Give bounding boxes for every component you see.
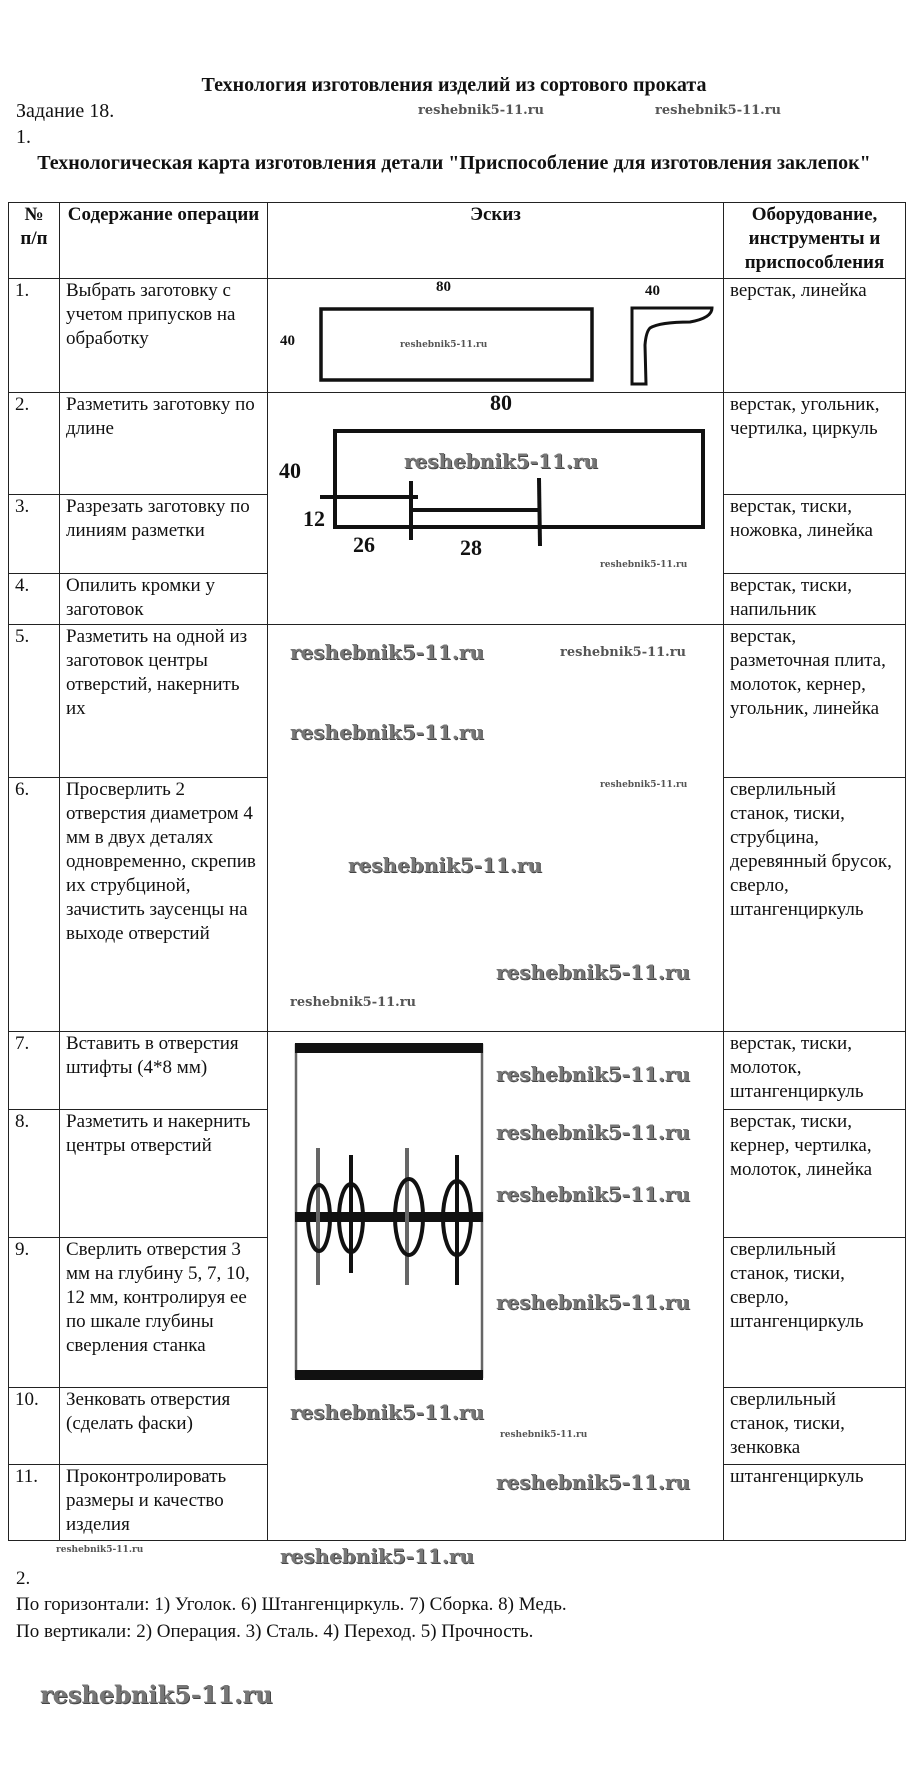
mark-line (537, 477, 542, 547)
col-sketch: Эскиз (267, 202, 724, 279)
watermark: reshebnik5-11.ru (404, 449, 598, 473)
watermark: reshebnik5-11.ru (655, 103, 782, 118)
col-tools: Оборудование, инструменты и приспособлен… (723, 202, 906, 279)
row-tools: верстак, тиски, молоток, штангенциркуль (723, 1031, 906, 1110)
dim-mark-length: 80 (490, 390, 512, 415)
watermark: reshebnik5-11.ru (348, 853, 542, 877)
watermark: reshebnik5-11.ru (290, 995, 417, 1010)
marking-rect (333, 429, 705, 529)
blank-rect (319, 307, 594, 382)
dim-26: 26 (353, 532, 375, 557)
row-number: 8. (8, 1109, 60, 1238)
table-row: 1. Выбрать заготовку с учетом припусков … (8, 278, 906, 393)
hole (441, 1179, 473, 1257)
answer-vertical: По вертикали: 2) Операция. 3) Сталь. 4) … (16, 1621, 534, 1642)
dim-12: 12 (303, 506, 325, 531)
row-tools: верстак, тиски, кернер, чертилка, молото… (723, 1109, 906, 1238)
hole (337, 1182, 365, 1254)
row-tools: верстак, тиски, напильник (723, 573, 906, 625)
watermark: reshebnik5-11.ru (500, 1430, 588, 1440)
watermark: reshebnik5-11.ru (280, 1544, 474, 1568)
row-tools: верстак, линейка (723, 278, 906, 393)
watermark: reshebnik5-11.ru (496, 1290, 690, 1314)
sketch-cell-assembly (267, 1031, 724, 1541)
card-title: Технологическая карта изготовления детал… (37, 152, 871, 174)
part-1-label: 1. (16, 126, 31, 148)
bottom-plate (295, 1370, 483, 1380)
answer-horizontal: По горизонтали: 1) Уголок. 6) Штангенцир… (16, 1594, 567, 1615)
page-title: Технология изготовления изделий из сорто… (201, 74, 707, 96)
part-2-label: 2. (16, 1568, 31, 1589)
hole (393, 1177, 425, 1257)
dim-blank-length: 80 (436, 279, 451, 295)
watermark: reshebnik5-11.ru (560, 645, 687, 660)
row-operation: Опилить кромки у заготовок (59, 573, 268, 625)
table-row: 11. Проконтролировать размеры и качество… (8, 1464, 906, 1541)
watermark: reshebnik5-11.ru (496, 1062, 690, 1086)
row-number: 10. (8, 1387, 60, 1465)
col-number: № п/п (8, 202, 60, 279)
table-row: 9. Сверлить отверстия 3 мм на глубину 5,… (8, 1237, 906, 1388)
row-number: 9. (8, 1237, 60, 1388)
row-operation: Сверлить отверстия 3 мм на глубину 5, 7,… (59, 1237, 268, 1388)
hole (306, 1183, 332, 1253)
row-operation: Разметить заготовку по длине (59, 392, 268, 495)
marking-sketch (320, 429, 705, 547)
col-operation: Содержание операции (59, 202, 268, 279)
row-operation: Разрезать заготовку по линиям разметки (59, 494, 268, 574)
watermark: reshebnik5-11.ru (418, 103, 545, 118)
watermark: reshebnik5-11.ru (290, 720, 484, 744)
row-operation: Проконтролировать размеры и качество изд… (59, 1464, 268, 1541)
row-number: 2. (8, 392, 60, 495)
table-row: 7. Вставить в отверстия штифты (4*8 мм) … (8, 1031, 906, 1541)
assembly-outline (294, 1043, 484, 1379)
row-number: 5. (8, 624, 60, 778)
row-number: 1. (8, 278, 60, 393)
center-plate (295, 1212, 483, 1222)
row-number: 11. (8, 1464, 60, 1541)
dim-mark-width: 40 (279, 458, 301, 483)
row-tools: сверлильный станок, тиски, зенковка (723, 1387, 906, 1465)
watermark: reshebnik5-11.ru (290, 640, 484, 664)
row-tools: штангенциркуль (723, 1464, 906, 1541)
table-row: 3. Разрезать заготовку по линиям разметк… (8, 494, 906, 574)
table-row: 5. Разметить на одной из заготовок центр… (8, 624, 906, 1032)
watermark: reshebnik5-11.ru (600, 780, 688, 790)
row-tools: сверлильный станок, тиски, струбцина, де… (723, 777, 906, 1032)
row-tools: верстак, тиски, ножовка, линейка (723, 494, 906, 574)
task-number: Задание 18. (16, 100, 115, 122)
blank-sketch (319, 306, 714, 386)
watermark: reshebnik5-11.ru (496, 1182, 690, 1206)
watermark: reshebnik5-11.ru (496, 1470, 690, 1494)
watermark: reshebnik5-11.ru (290, 1400, 484, 1424)
top-plate (295, 1043, 483, 1053)
table-row: 6. Просверлить 2 отверстия диаметром 4 м… (8, 777, 906, 1032)
row-tools: сверлильный станок, тиски, сверло, штанг… (723, 1237, 906, 1388)
dim-blank-width: 40 (280, 333, 295, 349)
row-operation: Разметить на одной из заготовок центры о… (59, 624, 268, 778)
watermark: reshebnik5-11.ru (40, 1680, 273, 1709)
dim-28: 28 (460, 535, 482, 560)
row-operation: Просверлить 2 отверстия диаметром 4 мм в… (59, 777, 268, 1032)
sketch-cell-empty (267, 624, 724, 1032)
table-row: 8. Разметить и накернить центры отверсти… (8, 1109, 906, 1238)
angle-profile (630, 306, 714, 386)
row-tools: верстак, разметочная плита, молоток, кер… (723, 624, 906, 778)
row-tools: верстак, угольник, чертилка, циркуль (723, 392, 906, 495)
watermark: reshebnik5-11.ru (496, 960, 690, 984)
table-row: 10. Зенковать отверстия (сделать фаски) … (8, 1387, 906, 1465)
watermark: reshebnik5-11.ru (400, 340, 488, 350)
table-row: 4. Опилить кромки у заготовок верстак, т… (8, 573, 906, 625)
watermark: reshebnik5-11.ru (600, 560, 688, 570)
dim-profile-width: 40 (645, 283, 660, 299)
watermark: reshebnik5-11.ru (496, 1120, 690, 1144)
tech-card-table: № п/п Содержание операции Эскиз Оборудов… (8, 202, 906, 1541)
row-operation: Выбрать заготовку с учетом припусков на … (59, 278, 268, 393)
assembly-sketch (294, 1043, 484, 1380)
watermark: reshebnik5-11.ru (56, 1545, 144, 1555)
table-header-row: № п/п Содержание операции Эскиз Оборудов… (8, 202, 906, 279)
row-operation: Зенковать отверстия (сделать фаски) (59, 1387, 268, 1465)
